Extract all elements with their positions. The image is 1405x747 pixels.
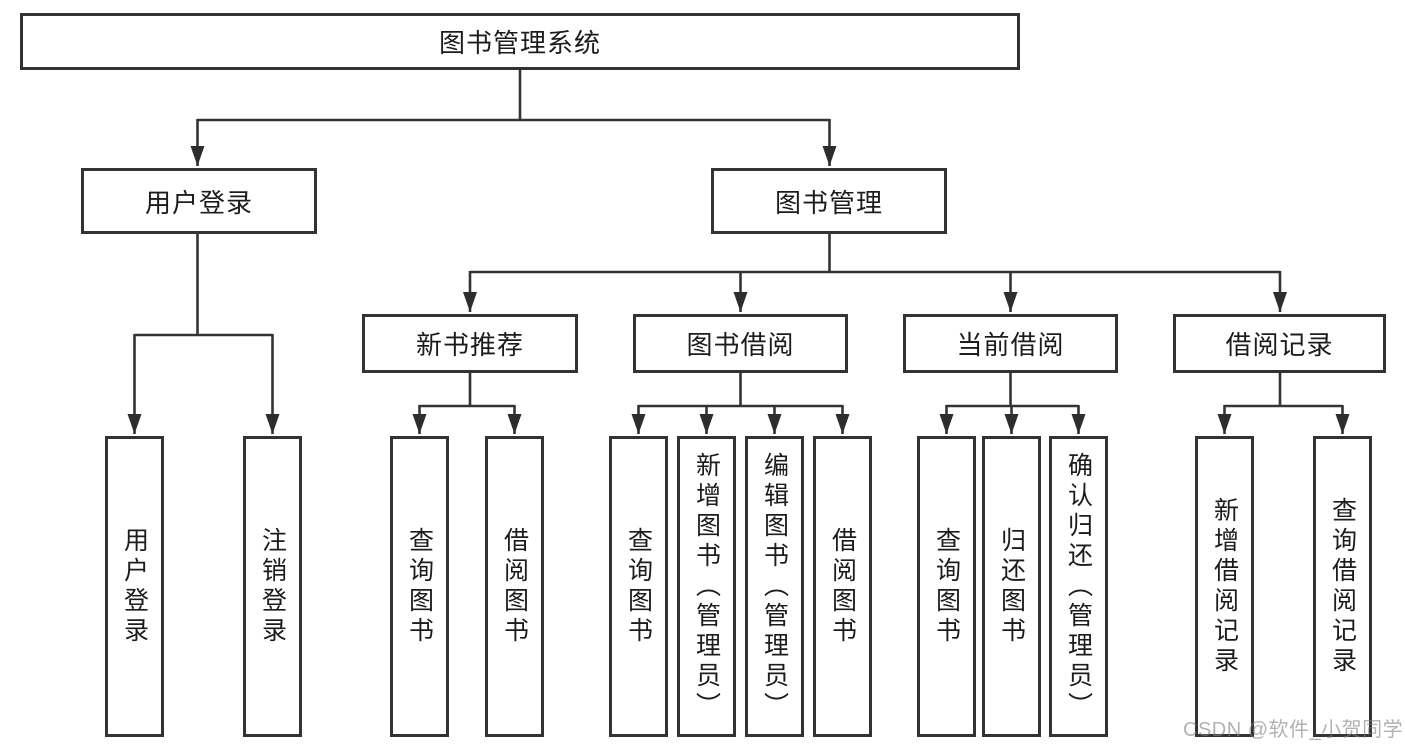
leaf-label: 新增图书（管理员） — [692, 451, 721, 722]
node-label: 借阅记录 — [1225, 330, 1334, 360]
node-label: 图书管理 — [774, 187, 883, 218]
node-label: 用户登录 — [144, 187, 253, 218]
leaf-edit-books-admin: 编辑图书（管理员） — [745, 436, 804, 737]
leaf-logout: 注销登录 — [243, 436, 302, 737]
leaf-query-books-borrow: 查询图书 — [609, 436, 668, 737]
leaf-add-borrow-record: 新增借阅记录 — [1195, 436, 1254, 737]
leaf-query-books-recommend: 查询图书 — [390, 436, 449, 737]
leaf-query-books-current: 查询图书 — [917, 436, 976, 737]
csdn-watermark: CSDN @软件_小贺同学 — [1183, 719, 1404, 741]
leaf-user-login: 用户登录 — [105, 436, 164, 737]
node-new-book-recommend: 新书推荐 — [362, 314, 578, 373]
node-borrow-records: 借阅记录 — [1173, 314, 1386, 373]
node-current-borrow: 当前借阅 — [903, 314, 1118, 373]
node-user-login: 用户登录 — [81, 168, 317, 234]
leaf-label: 借阅图书 — [828, 526, 857, 647]
leaf-return-books: 归还图书 — [982, 436, 1041, 737]
leaf-label: 查询图书 — [624, 526, 653, 647]
leaf-label: 查询借阅记录 — [1328, 496, 1357, 677]
leaf-add-books-admin: 新增图书（管理员） — [677, 436, 736, 737]
node-library-management-system: 图书管理系统 — [20, 13, 1020, 70]
leaf-borrow-books-recommend: 借阅图书 — [485, 436, 544, 737]
leaf-label: 借阅图书 — [500, 526, 529, 647]
leaf-label: 注销登录 — [258, 526, 287, 647]
node-book-management: 图书管理 — [711, 168, 947, 234]
node-label: 图书借阅 — [686, 330, 795, 360]
leaf-label: 归还图书 — [997, 526, 1026, 647]
leaf-query-borrow-record: 查询借阅记录 — [1313, 436, 1372, 737]
leaf-label: 查询图书 — [405, 526, 434, 647]
leaf-label: 编辑图书（管理员） — [760, 451, 789, 722]
node-book-borrow: 图书借阅 — [633, 314, 848, 373]
leaf-confirm-return-admin: 确认归还（管理员） — [1049, 436, 1108, 737]
leaf-label: 确认归还（管理员） — [1064, 451, 1093, 722]
node-label: 新书推荐 — [415, 330, 524, 360]
node-label: 当前借阅 — [956, 330, 1065, 360]
leaf-label: 查询图书 — [932, 526, 961, 647]
leaf-borrow-books: 借阅图书 — [813, 436, 872, 737]
leaf-label: 用户登录 — [120, 526, 149, 647]
leaf-label: 新增借阅记录 — [1210, 496, 1239, 677]
node-label: 图书管理系统 — [438, 28, 601, 58]
